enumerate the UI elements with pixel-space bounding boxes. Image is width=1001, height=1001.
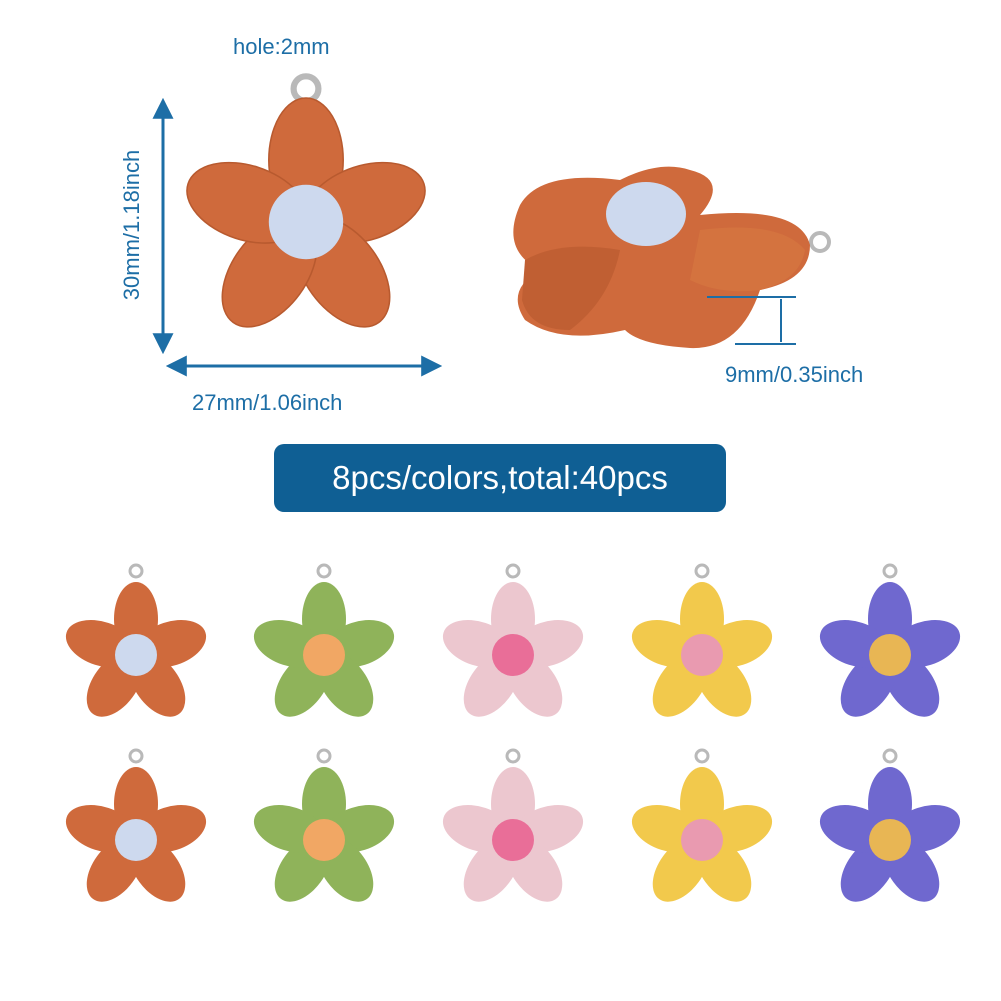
thickness-dimension-label: 9mm/0.35inch [725, 362, 864, 387]
flower-orange-1 [65, 563, 207, 717]
flower-pink-1 [442, 563, 584, 717]
width-dimension-label: 27mm/1.06inch [192, 390, 343, 415]
flower-pink-2 [442, 748, 584, 902]
flower-center-purple [869, 634, 911, 676]
flower-yellow-2 [631, 748, 773, 902]
flower-center-pink [492, 634, 534, 676]
flower-purple-2 [819, 748, 961, 902]
flower-center-green [303, 634, 345, 676]
quantity-banner: 8pcs/colors,total:40pcs [274, 444, 726, 512]
flower-green-2 [253, 748, 395, 902]
side-view-flower [513, 166, 831, 349]
flower-center-purple [869, 819, 911, 861]
flower-purple-1 [819, 563, 961, 717]
flower-center-yellow [681, 819, 723, 861]
flower-center-yellow [681, 634, 723, 676]
flower-center-pink [492, 819, 534, 861]
flower-center-orange [115, 819, 157, 861]
flower-orange-2 [65, 748, 207, 902]
flower-green-1 [253, 563, 395, 717]
flower-yellow-1 [631, 563, 773, 717]
hole-size-label: hole:2mm [233, 34, 330, 59]
flower-center-orange [115, 634, 157, 676]
front-view-flower [186, 73, 426, 328]
flower-center-green [303, 819, 345, 861]
